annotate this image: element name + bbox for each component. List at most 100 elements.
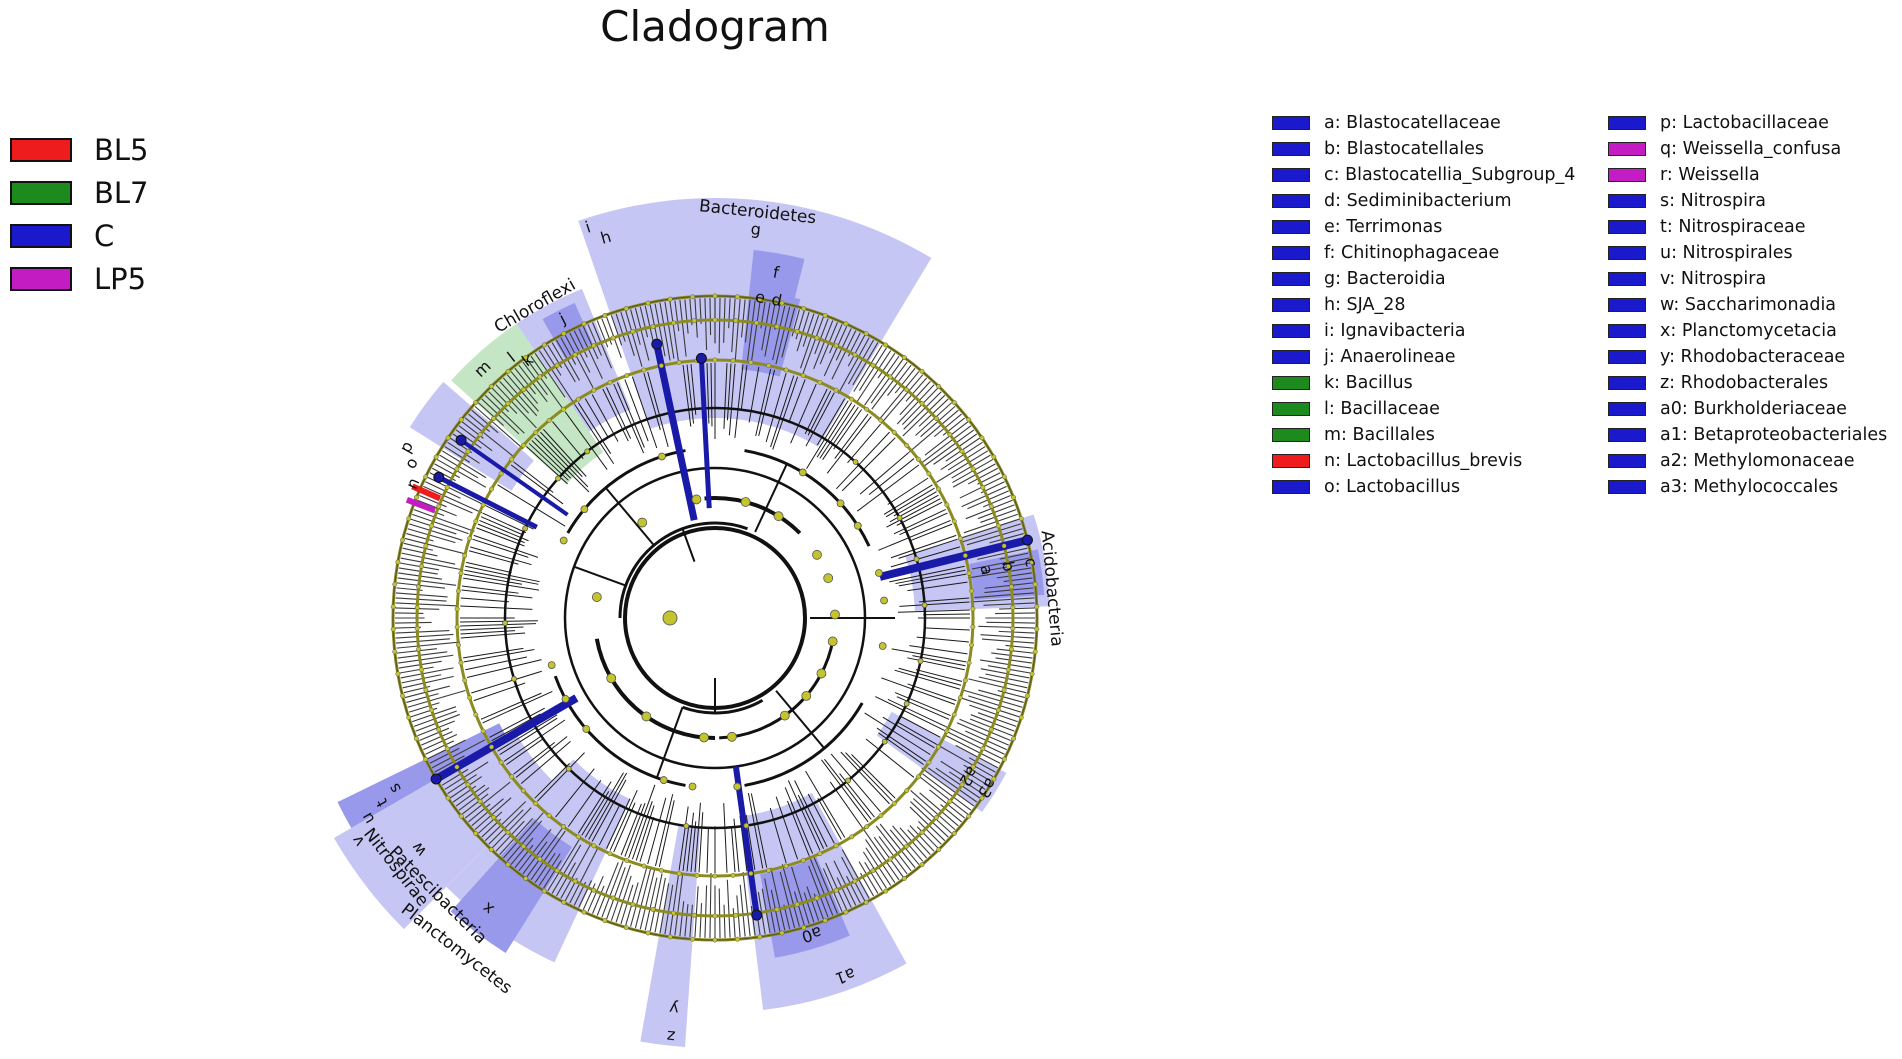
inner-leaf-branch (896, 501, 943, 526)
leaf-branch (587, 324, 602, 356)
ring-node (509, 774, 515, 780)
ring-node (445, 435, 451, 441)
inner-leaf-branch (476, 527, 525, 547)
ring-node (712, 937, 718, 943)
ring-node (488, 847, 494, 853)
inner-leaf-branch (816, 402, 853, 458)
ring-node (465, 448, 471, 454)
taxa-label: a0: Burkholderiaceae (1660, 399, 1847, 419)
leaf-branch (397, 577, 457, 586)
ring-node (1001, 543, 1007, 549)
ring-node (979, 795, 985, 801)
leaf-branch (518, 828, 552, 872)
tree-node (591, 592, 602, 602)
ring-node (467, 535, 473, 541)
taxa-legend-item: d: Sediminibacterium (1272, 188, 1608, 214)
inner-leaf-branch (464, 569, 539, 585)
inner-leaf-branch (897, 721, 937, 745)
inner-leaf-branch (772, 376, 799, 450)
leaf-branch (791, 866, 810, 925)
inner-leaf-branch (602, 388, 629, 442)
leaf-branch (704, 298, 708, 350)
inner-arc (719, 638, 835, 740)
ring-node (951, 831, 957, 836)
inner-leaf-branch (826, 416, 872, 474)
inner-leaf-branch (890, 546, 961, 568)
inner-leaf-branch (730, 826, 736, 873)
inner-leaf-branch (765, 372, 787, 443)
ring-node (849, 834, 855, 840)
leaf-branch (896, 384, 935, 425)
inner-leaf-branch (460, 605, 533, 610)
tree-node (801, 690, 812, 701)
ring-node (541, 888, 547, 894)
leaf-branch (961, 485, 1007, 508)
leaf-branch (984, 587, 1034, 594)
leaf-branch (808, 865, 829, 918)
leaf-branch (977, 712, 1017, 727)
leaf-branch (723, 904, 726, 938)
inner-leaf-branch (643, 372, 661, 431)
ring-node (1010, 625, 1016, 631)
leaf-branch (434, 463, 460, 479)
taxa-label: a2: Methylomonaceae (1660, 451, 1855, 471)
leaf-branch (419, 727, 450, 741)
inner-leaf-branch (690, 364, 697, 415)
leaf-branch (538, 853, 561, 886)
ring-node (676, 871, 682, 876)
inner-leaf-branch (840, 751, 890, 805)
leaf-branch (836, 877, 852, 908)
ring-node (473, 400, 479, 405)
inner-leaf-branch (613, 383, 645, 454)
ring-node (458, 417, 464, 423)
taxa-legend-item: f: Chitinophagaceae (1272, 240, 1608, 266)
leaf-branch (877, 353, 896, 379)
clade-highlight-sector (333, 733, 553, 930)
group-marker (411, 483, 442, 502)
ring-node (458, 813, 464, 819)
ring-node (935, 744, 941, 750)
ring-node (969, 588, 975, 594)
taxa-legend-item: l: Bacillaceae (1272, 396, 1608, 422)
leaf-branch (963, 513, 1018, 534)
ring-node (658, 867, 664, 873)
inner-leaf-branch (898, 538, 958, 559)
leaf-branch (823, 326, 848, 377)
leaf-branch (981, 638, 1035, 644)
tree-node (580, 505, 589, 514)
inner-leaf-branch (473, 534, 539, 558)
leaf-branch (880, 374, 924, 424)
inner-leaf-branch (588, 772, 628, 840)
leaf-branch (601, 861, 624, 918)
ring-node (864, 824, 870, 830)
leaf-branch (423, 734, 458, 751)
ring-node (413, 494, 419, 500)
leaf-branch (841, 849, 870, 899)
inner-leaf-branch (817, 798, 842, 840)
clade-letter: f (772, 262, 781, 282)
tree-node (561, 695, 570, 703)
inner-leaf-branch (788, 379, 806, 424)
leaf-branch (966, 528, 1023, 546)
leaf-branch (477, 811, 503, 834)
inner-branch (573, 565, 627, 587)
inner-leaf-branch (882, 716, 935, 749)
leaf-branch (945, 726, 1005, 755)
ring-node (864, 406, 870, 412)
ring-node (748, 360, 754, 365)
taxa-swatch (1608, 246, 1646, 260)
inner-arc (566, 449, 686, 534)
leaf-branch (464, 781, 511, 819)
taxa-legend-item: a0: Burkholderiaceae (1608, 396, 1902, 422)
ring-node (766, 867, 772, 873)
taxa-legend-item: b: Blastocatellales (1272, 136, 1608, 162)
ring-node (480, 502, 486, 508)
leaf-branch (822, 868, 843, 912)
group-label-bl5: BL5 (94, 132, 149, 167)
ring-node (480, 728, 486, 734)
leaf-branch (901, 387, 939, 426)
ring-node (783, 863, 789, 869)
inner-leaf-branch (881, 677, 956, 705)
leaf-branch (569, 848, 598, 904)
inner-leaf-branch (786, 800, 810, 856)
